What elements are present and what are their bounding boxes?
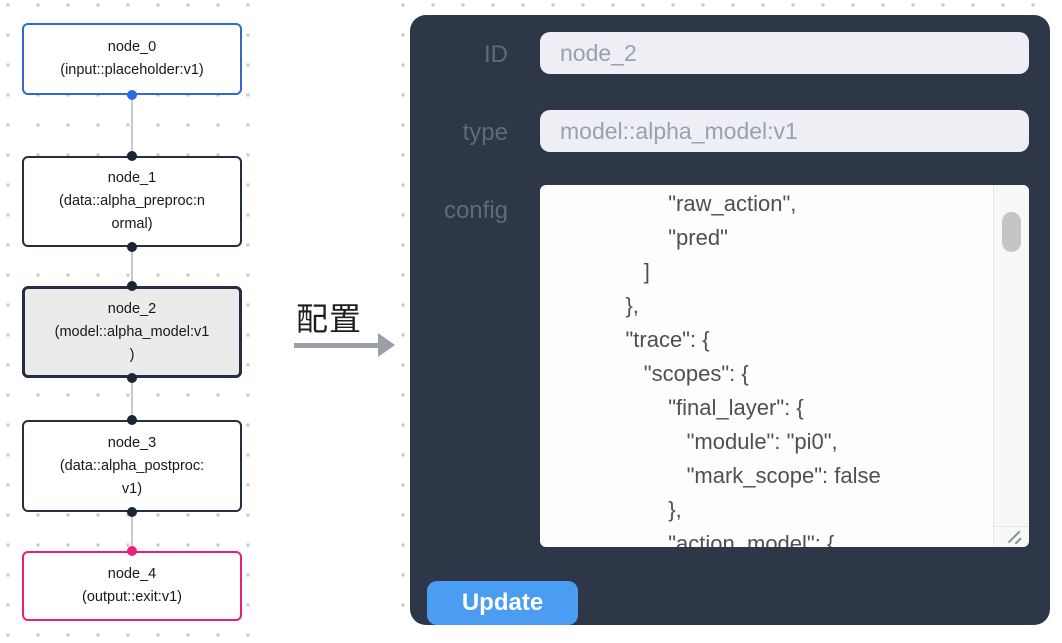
node-title: node_0	[107, 39, 157, 55]
edge-node2-node3	[131, 378, 133, 420]
node-subtitle: (data::alpha_preproc:n	[59, 193, 205, 209]
edge-node0-node1	[131, 95, 133, 156]
configure-arrow-head-icon	[378, 333, 395, 357]
port-node3-in[interactable]	[127, 415, 137, 425]
edge-node3-node4	[131, 512, 133, 551]
flow-node-node0[interactable]: node_0 (input::placeholder:v1)	[22, 23, 242, 95]
flow-node-node2-selected[interactable]: node_2 (model::alpha_model:v1 )	[22, 286, 242, 378]
port-node4-in[interactable]	[127, 546, 137, 556]
id-field-label: ID	[484, 41, 508, 68]
port-node1-out[interactable]	[127, 242, 137, 252]
type-field-label: type	[462, 119, 508, 146]
node-subtitle: (model::alpha_model:v1	[54, 323, 210, 340]
node-subtitle: )	[129, 346, 135, 363]
node-subtitle: v1)	[121, 480, 143, 497]
config-field-label: config	[443, 197, 508, 224]
flow-node-node4[interactable]: node_4 (output::exit:v1)	[22, 551, 242, 621]
config-scrollbar-corner	[993, 526, 1029, 527]
node-title: node_1	[107, 170, 157, 186]
flow-node-node1[interactable]: node_1 (data::alpha_preproc:n ormal)	[22, 156, 242, 247]
node-config-panel: ID type config "raw_action", "pred" ] },…	[410, 15, 1050, 625]
port-node1-in[interactable]	[127, 151, 137, 161]
node-title: node_4	[107, 566, 157, 582]
node-subtitle: (output::exit:v1)	[82, 589, 182, 605]
id-field-input[interactable]	[540, 32, 1029, 74]
configure-arrow-shaft	[294, 343, 378, 348]
update-button[interactable]: Update	[427, 581, 578, 625]
port-node2-out[interactable]	[127, 373, 137, 383]
node-subtitle: ormal)	[111, 216, 153, 232]
port-node2-in[interactable]	[127, 281, 137, 291]
textarea-resize-handle-icon[interactable]	[1000, 529, 1026, 545]
node-subtitle: (input::placeholder:v1)	[60, 62, 204, 78]
node-subtitle: (data::alpha_postproc:	[59, 457, 205, 474]
type-field-input[interactable]	[540, 110, 1029, 152]
node-title: node_2	[107, 300, 157, 317]
node-title: node_3	[107, 434, 157, 451]
config-scrollbar-thumb[interactable]	[1002, 212, 1021, 252]
port-node3-out[interactable]	[127, 507, 137, 517]
config-textarea[interactable]: "raw_action", "pred" ] }, "trace": { "sc…	[540, 185, 1029, 547]
port-node0-out[interactable]	[127, 90, 137, 100]
config-json-text[interactable]: "raw_action", "pred" ] }, "trace": { "sc…	[625, 191, 881, 547]
edge-node1-node2	[131, 247, 133, 286]
flow-node-node3[interactable]: node_3 (data::alpha_postproc: v1)	[22, 420, 242, 512]
configure-annotation-label: 配置	[296, 301, 363, 337]
